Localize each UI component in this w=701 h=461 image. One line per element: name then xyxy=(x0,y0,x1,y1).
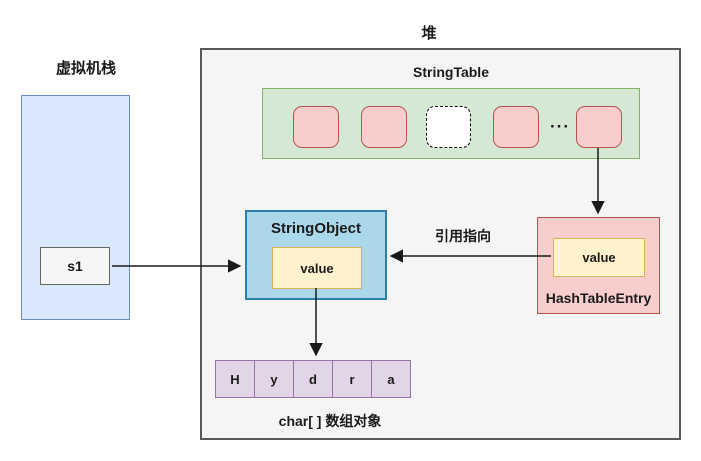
string-table-bucket xyxy=(361,106,407,148)
hash-table-entry-box: value HashTableEntry xyxy=(537,217,660,314)
char-array-caption: char[ ] 数组对象 xyxy=(278,413,382,429)
string-table-bucket-linked xyxy=(576,106,622,148)
char-cell: a xyxy=(371,360,411,398)
vm-stack-label: 虚拟机栈 xyxy=(55,60,116,77)
char-cell: r xyxy=(332,360,372,398)
string-object-title: StringObject xyxy=(270,220,361,237)
char-array: H y d r a xyxy=(215,360,411,398)
reference-arrow-label: 引用指向 xyxy=(435,228,491,244)
vm-stack-box xyxy=(21,95,130,320)
string-object-box: StringObject value xyxy=(245,210,387,300)
hash-entry-value-field: value xyxy=(553,238,645,277)
string-table-box: ··· xyxy=(262,88,640,159)
string-table-bucket xyxy=(293,106,339,148)
string-table-label: StringTable xyxy=(413,64,489,80)
empty-bucket-dashed xyxy=(426,106,471,148)
char-cell: y xyxy=(254,360,294,398)
heap-label: 堆 xyxy=(421,25,437,42)
string-object-value-field: value xyxy=(272,247,362,289)
string-table-bucket xyxy=(493,106,539,148)
s1-variable-box: s1 xyxy=(40,247,110,285)
ellipsis-icon: ··· xyxy=(550,117,570,136)
char-cell: d xyxy=(293,360,333,398)
hash-table-entry-title: HashTableEntry xyxy=(545,290,652,306)
char-cell: H xyxy=(215,360,255,398)
